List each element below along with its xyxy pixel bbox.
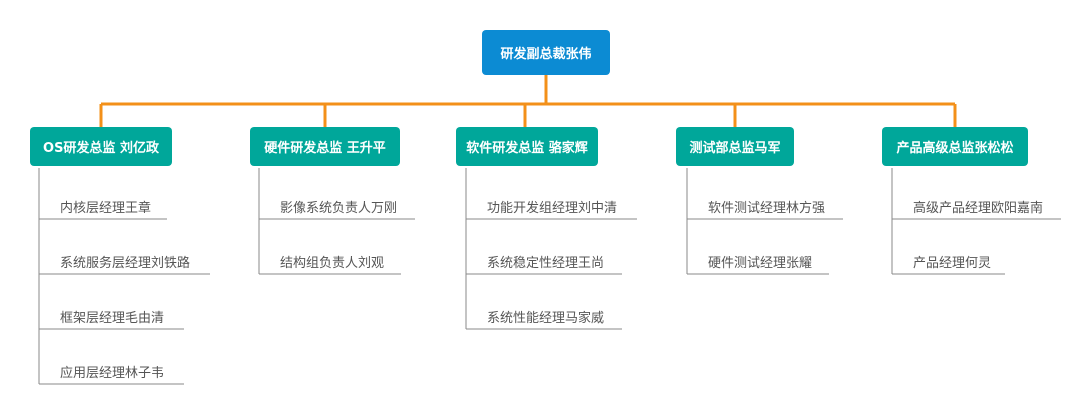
member-node[interactable]: 硬件测试经理张耀 bbox=[708, 256, 813, 271]
root-node-label: 研发副总裁张伟 bbox=[500, 47, 592, 62]
member-node[interactable]: 功能开发组经理刘中清 bbox=[487, 201, 618, 216]
member-node[interactable]: 系统服务层经理刘铁路 bbox=[60, 256, 191, 271]
member-node[interactable]: 系统性能经理马家威 bbox=[487, 311, 605, 326]
member-node[interactable]: 内核层经理王章 bbox=[60, 201, 152, 216]
member-node[interactable]: 系统稳定性经理王尚 bbox=[487, 256, 605, 271]
member-node[interactable]: 软件测试经理林方强 bbox=[708, 201, 826, 216]
member-node[interactable]: 结构组负责人刘观 bbox=[280, 256, 385, 271]
member-node[interactable]: 影像系统负责人万刚 bbox=[280, 201, 398, 216]
dept-node-3[interactable]: 软件研发总监 骆家辉 bbox=[456, 127, 598, 166]
dept-node-4-label: 测试部总监马军 bbox=[689, 141, 781, 156]
dept-node-4[interactable]: 测试部总监马军 bbox=[676, 127, 794, 166]
dept-node-1[interactable]: OS研发总监 刘亿政 bbox=[30, 127, 172, 166]
member-node[interactable]: 应用层经理林子韦 bbox=[60, 366, 165, 381]
dept-node-2[interactable]: 硬件研发总监 王升平 bbox=[250, 127, 400, 166]
dept-node-3-label: 软件研发总监 骆家辉 bbox=[466, 141, 588, 156]
dept-node-5[interactable]: 产品高级总监张松松 bbox=[882, 127, 1028, 166]
dept-node-5-label: 产品高级总监张松松 bbox=[896, 141, 1014, 156]
member-node[interactable]: 框架层经理毛由清 bbox=[60, 311, 165, 326]
dept-node-1-label: OS研发总监 刘亿政 bbox=[43, 141, 159, 156]
dept-node-2-label: 硬件研发总监 王升平 bbox=[264, 141, 386, 156]
member-node[interactable]: 高级产品经理欧阳嘉南 bbox=[913, 201, 1044, 216]
member-node[interactable]: 产品经理何灵 bbox=[913, 256, 992, 271]
root-node[interactable]: 研发副总裁张伟 bbox=[482, 30, 610, 75]
